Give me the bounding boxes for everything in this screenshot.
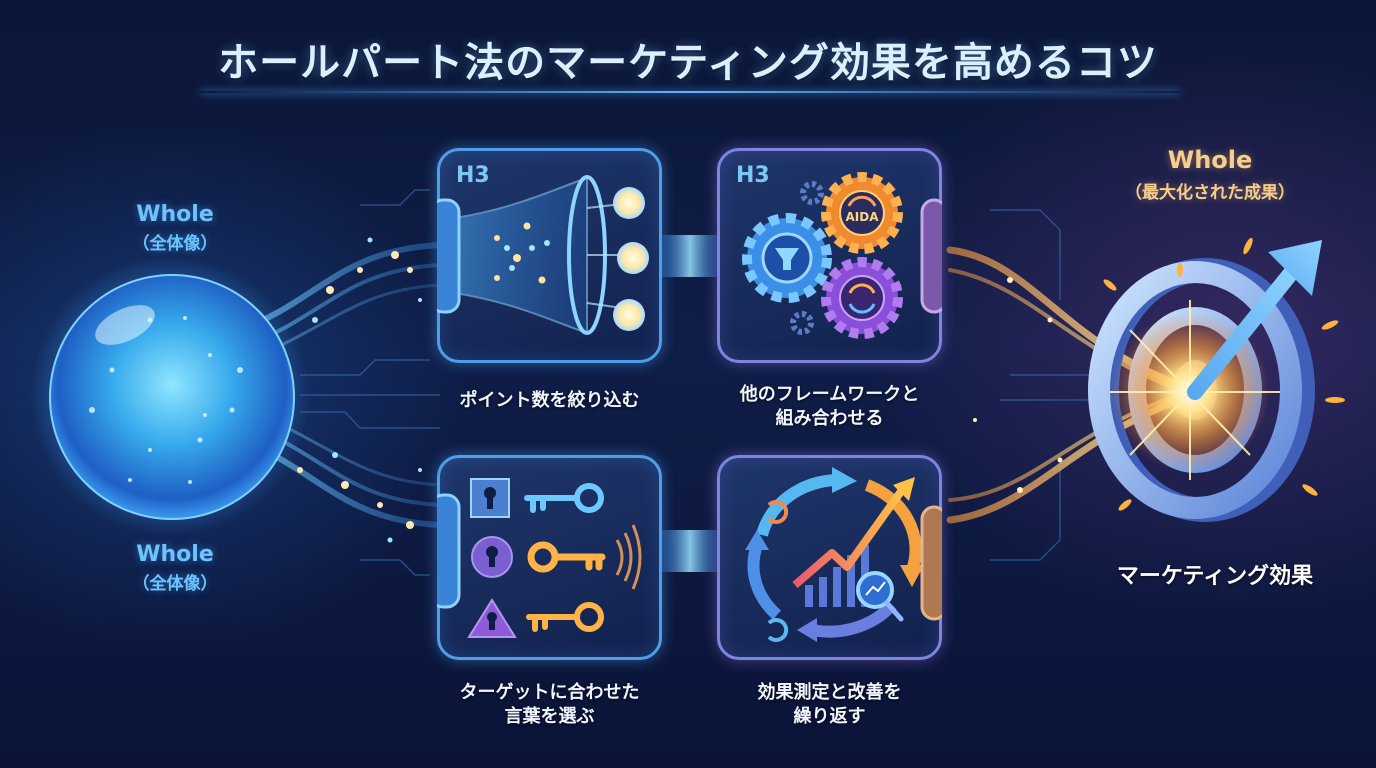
whole-overview-label-bottom: Whole （全体像） bbox=[95, 542, 255, 594]
caption-measure-improve: 効果測定と改善を 繰り返す bbox=[757, 682, 902, 727]
aida-label: AIDA bbox=[846, 210, 880, 224]
whole-label-main: Whole bbox=[136, 542, 214, 567]
tip-card-measure-improve bbox=[717, 455, 942, 660]
caption-choose-words: ターゲットに合わせた 言葉を選ぶ bbox=[459, 682, 640, 727]
target-icon bbox=[1088, 237, 1345, 522]
locks-and-keys-icon bbox=[437, 478, 642, 638]
tip-card-combine-frameworks: H3 AIDA bbox=[717, 148, 942, 363]
tip-card-choose-words bbox=[437, 455, 662, 660]
h3-badge: H3 bbox=[736, 163, 770, 188]
h3-badge: H3 bbox=[456, 163, 490, 188]
whole-label-sub: （最大化された成果） bbox=[1125, 183, 1295, 203]
funnel-narrowing-icon bbox=[437, 175, 649, 335]
marketing-effect-caption: マーケティング効果 bbox=[1116, 564, 1314, 589]
tip-card-narrow-points: H3 bbox=[437, 148, 662, 363]
caption-combine-frameworks: 他のフレームワークと 組み合わせる bbox=[739, 384, 920, 429]
page-title: ホールパート法のマーケティング効果を高めるコツ bbox=[218, 40, 1158, 86]
whole-overview-label-top: Whole （全体像） bbox=[95, 202, 255, 254]
title-divider bbox=[200, 91, 1180, 93]
improvement-cycle-chart-icon bbox=[745, 467, 942, 642]
whole-label-main: Whole bbox=[136, 202, 214, 227]
caption-narrow-points: ポイント数を絞り込む bbox=[459, 390, 640, 411]
whole-label-sub: （全体像） bbox=[132, 234, 218, 254]
whole-result-label: Whole （最大化された成果） bbox=[1100, 146, 1320, 203]
whole-label-sub: （全体像） bbox=[132, 574, 218, 594]
gears-icon: AIDA bbox=[742, 172, 942, 339]
whole-label-main: Whole bbox=[1167, 146, 1253, 174]
